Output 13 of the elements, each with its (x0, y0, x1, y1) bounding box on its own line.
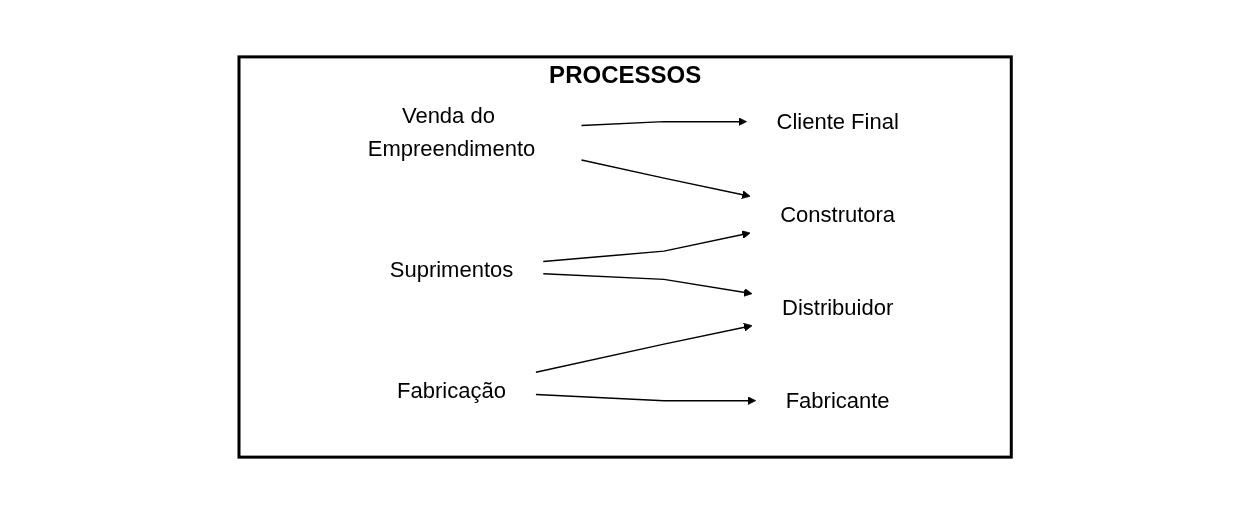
arrow (542, 230, 751, 263)
node-text: Fabricação (397, 378, 507, 404)
arrow (581, 117, 748, 127)
node-text: Fabricante (786, 388, 890, 414)
arrow (542, 272, 753, 297)
node-text: Venda do Empreendimento (368, 102, 536, 161)
node-text: Suprimentos (390, 256, 514, 282)
arrow (535, 322, 753, 373)
node-text: Distribuidor (782, 295, 894, 321)
node-text: Cliente Final (776, 109, 900, 135)
arrow (581, 159, 751, 199)
arrow (535, 393, 757, 406)
node-text: Construtora (780, 202, 896, 228)
